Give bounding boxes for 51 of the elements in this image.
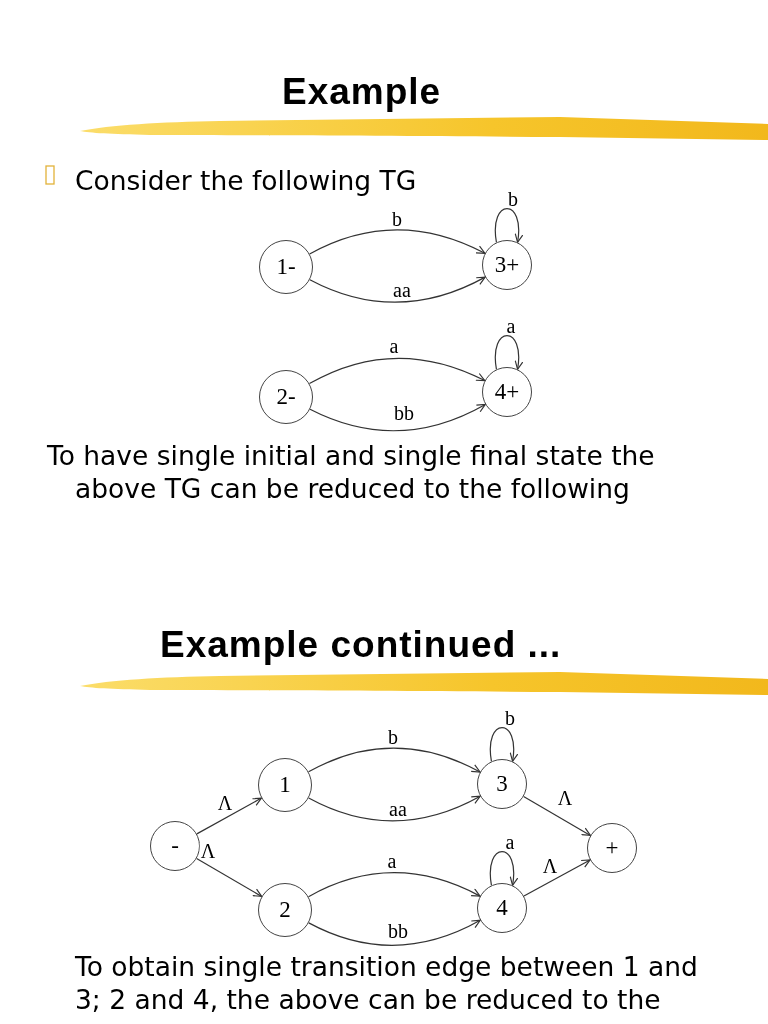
transition-arrow <box>307 747 481 773</box>
state-label: + <box>605 836 619 860</box>
edge-label: Λ <box>199 843 217 859</box>
state-circle <box>258 883 312 937</box>
edge-label: Λ <box>556 790 574 806</box>
state-circle <box>258 758 312 812</box>
state-label: 1- <box>276 255 296 279</box>
self-loop-arrow <box>494 335 523 370</box>
transition-arrow <box>308 357 486 385</box>
state-label: 4+ <box>494 380 520 404</box>
slide-title: Example continued ... <box>160 623 562 667</box>
state-label: 4 <box>496 896 508 920</box>
state-label: 2 <box>279 898 291 922</box>
transition-arrow <box>196 857 263 897</box>
edge-label: bb <box>387 923 409 939</box>
bullet-text: Consider the following TG <box>75 164 418 197</box>
transition-arrow <box>523 859 591 897</box>
transition-arrow <box>309 276 486 303</box>
state-label: 1 <box>279 773 291 797</box>
state-circle <box>477 883 527 933</box>
transition-arrow <box>308 919 481 946</box>
edge-label: Λ <box>216 795 234 811</box>
state-circle <box>482 240 532 290</box>
transition-arrow <box>309 403 486 432</box>
self-loop-arrow <box>489 851 518 886</box>
edge-label: b <box>507 191 519 207</box>
state-circle <box>477 759 527 809</box>
state-circle <box>259 370 313 424</box>
transition-arrow <box>307 872 481 898</box>
state-label: 3 <box>496 772 508 796</box>
state-label: 2- <box>276 385 296 409</box>
self-loop-arrow <box>489 727 518 762</box>
state-circle <box>587 823 637 873</box>
transition-arrow <box>523 795 591 837</box>
state-circle <box>482 367 532 417</box>
slide-title: Example <box>282 70 442 114</box>
edge-label: bb <box>393 405 415 421</box>
transition-arrow <box>309 229 486 255</box>
state-circle <box>259 240 313 294</box>
state-label: 3+ <box>494 253 520 277</box>
edge-label: b <box>387 729 399 745</box>
edge-label: b <box>391 211 403 227</box>
state-circle <box>150 821 200 871</box>
paragraph: To obtain single transition edge between 1 and 3; 2 and 4, the above can be reduced to the <box>75 950 699 1016</box>
transition-arrow <box>196 797 262 835</box>
edge-label: Λ <box>541 858 559 874</box>
edge-label: b <box>504 710 516 726</box>
self-loop-arrow <box>494 208 523 243</box>
transition-arrow <box>308 795 481 822</box>
paragraph: To have single initial and single final state the above TG can be reduced to the following <box>47 439 656 505</box>
state-label: - <box>171 834 179 858</box>
